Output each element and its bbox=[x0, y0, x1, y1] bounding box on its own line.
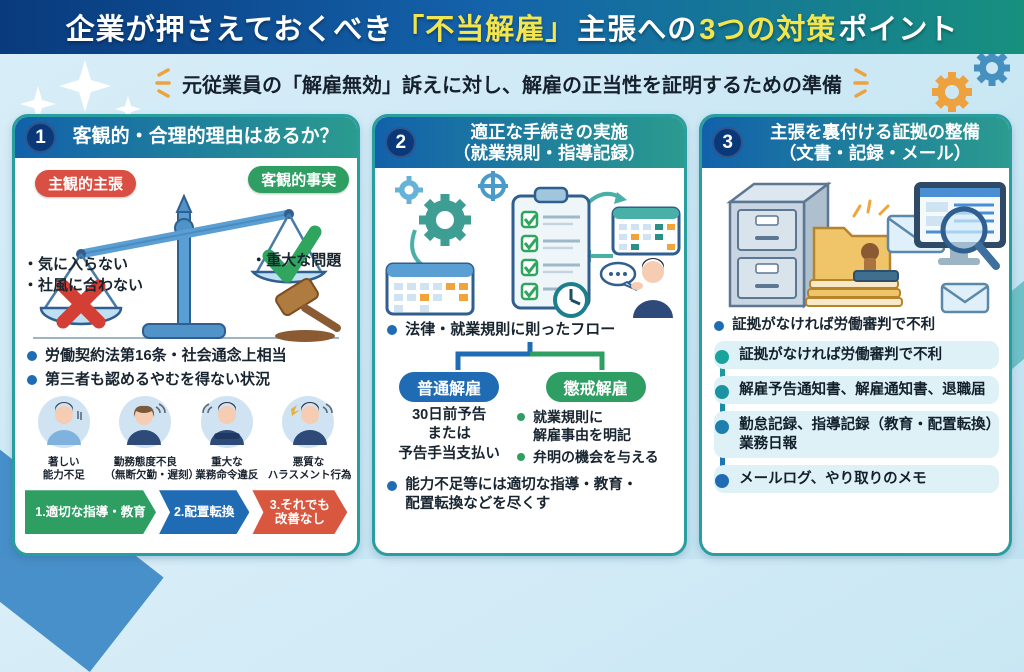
checklist-icon bbox=[511, 187, 591, 310]
avatar-caption: 勤務態度不良 （無断欠勤・遅刻） bbox=[104, 456, 200, 482]
card-2-title-line: 適正な手続きの実施 bbox=[470, 122, 628, 142]
subjective-item: ・気に入らない bbox=[23, 256, 129, 273]
card-objective-reason: 1 客観的・合理的理由はあるか？ bbox=[12, 114, 361, 556]
emphasis-lines-icon bbox=[155, 68, 171, 98]
avatar-caption: 重大な 業務命令違反 bbox=[195, 456, 259, 482]
card-1-title: 客観的・合理的理由はあるか？ bbox=[64, 126, 347, 148]
bullet-dot bbox=[517, 453, 526, 462]
balance-scale-icon bbox=[33, 193, 341, 342]
avatar-item: 著しい 能力不足 bbox=[23, 395, 105, 482]
calendar-icon bbox=[611, 206, 681, 256]
ordinary-dismissal-label: 普通解雇 bbox=[399, 371, 500, 402]
evidence-item: 解雇予告通知書、解雇通知書、退職届 bbox=[714, 376, 999, 405]
subjective-item: ・社風に合わない bbox=[23, 277, 144, 294]
step-arrow-guidance: 1.適切な指導・教育 bbox=[25, 490, 156, 534]
step-arrow-transfer: 2.配置転換 bbox=[159, 490, 249, 534]
card-2-header: 2 適正な手続きの実施 （就業規則・指導記録） bbox=[375, 117, 685, 169]
card-2-bottom-bullet: 能力不足等には適切な指導・教育・ 配置転換などを尽くす bbox=[375, 474, 684, 516]
card-evidence-preparation: 3 主張を裏付ける証拠の整備 （文書・記録・メール） bbox=[699, 114, 1012, 556]
card-3-lead-text: 証拠がなければ労働審判で不利 bbox=[732, 317, 936, 334]
card-2-title-line: （就業規則・指導記録） bbox=[452, 142, 646, 163]
banner: 企業が押さえておくべき 「不当解雇」 主張への 3つの対策 ポイント bbox=[0, 0, 1024, 54]
evidence-timeline: 証拠がなければ労働審判で不利 解雇予告通知書、解雇通知書、退職届 勤怠記録、指導… bbox=[714, 341, 1000, 500]
objective-item: ・重大な問題 bbox=[251, 252, 342, 269]
subtitle-text: 元従業員の「解雇無効」訴えに対し、解雇の正当性を証明するための準備 bbox=[182, 74, 842, 97]
card-3-title-line: 主張を裏付ける証拠の整備 bbox=[770, 122, 981, 142]
gear-icon bbox=[395, 171, 509, 247]
sparkle-lines-icon bbox=[852, 199, 890, 218]
gears-icon bbox=[932, 50, 1010, 112]
card-1-bullet-text: 労働契約法第16条・社会通念上相当 bbox=[45, 347, 287, 364]
magnifier-icon bbox=[940, 206, 1001, 271]
avatar-caption: 著しい 能力不足 bbox=[42, 456, 85, 482]
cards-row: 1 客観的・合理的理由はあるか？ bbox=[0, 112, 1024, 556]
avatar-caption: 悪質な ハラスメント行為 bbox=[267, 456, 352, 482]
subjective-claim-label: 主観的主張 bbox=[35, 170, 137, 197]
card-3-number-badge: 3 bbox=[712, 127, 744, 159]
person-icon bbox=[37, 396, 90, 448]
card-1-number-badge: 1 bbox=[25, 122, 56, 153]
person-icon bbox=[200, 396, 253, 448]
card-1-title-line: 客観的・合理的理由はあるか？ bbox=[72, 126, 339, 148]
gavel-icon bbox=[275, 277, 341, 342]
branch-connector bbox=[455, 341, 605, 370]
avatar-item: 悪質な ハラスメント行為 bbox=[267, 395, 352, 482]
card-3-title-line: （文書・記録・メール） bbox=[778, 142, 972, 163]
disciplinary-dismissal-label: 懲戒解雇 bbox=[545, 371, 646, 402]
avatar-item: 勤務態度不良 （無断欠勤・遅刻） bbox=[104, 395, 200, 482]
clock-icon bbox=[553, 282, 590, 319]
banner-title-segment-highlight: 3つの対策 bbox=[699, 14, 837, 46]
banner-title-segment: 主張への bbox=[577, 14, 698, 46]
card-2-flow-bullet: 法律・就業規則に則ったフロー bbox=[375, 318, 684, 342]
scale-illustration: 主観的主張 客観的事実 ・気に入らない ・社風に合わない ・重大な問題 bbox=[15, 158, 357, 344]
card-3-header: 3 主張を裏付ける証拠の整備 （文書・記録・メール） bbox=[702, 117, 1009, 169]
disciplinary-bullet: 弁明の機会を与える bbox=[515, 446, 676, 468]
evidence-item: メールログ、やり取りのメモ bbox=[714, 464, 999, 493]
card-2-number-badge: 2 bbox=[385, 127, 417, 159]
evidence-item: 勤怠記録、指導記録（教育・配置転換） 業務日報 bbox=[714, 411, 1000, 458]
card-2-title: 適正な手続きの実施 （就業規則・指導記録） bbox=[424, 122, 674, 163]
person-icon bbox=[119, 396, 172, 448]
bullet-dot bbox=[517, 412, 526, 421]
person-icon bbox=[282, 396, 335, 448]
card-3-lead-bullet: 証拠がなければ労働審判で不利 bbox=[702, 314, 1009, 339]
bullet-dot bbox=[387, 481, 398, 492]
calendar-icon bbox=[385, 262, 475, 316]
banner-title-segment: 企業が押さえておくべき bbox=[65, 14, 394, 46]
ordinary-dismissal-text: 30日前予告 または 予告手当支払い bbox=[398, 406, 500, 462]
objective-fact-label: 客観的事実 bbox=[248, 166, 350, 193]
presenter-person-icon bbox=[631, 258, 674, 319]
subtitle-band: 元従業員の「解雇無効」訴えに対し、解雇の正当性を証明するための準備 bbox=[0, 50, 1024, 112]
banner-title-segment-highlight: 「不当解雇」 bbox=[395, 14, 576, 46]
card-1-bullet: 労働契約法第16条・社会通念上相当 bbox=[15, 344, 357, 368]
dismissal-types: 普通解雇 30日前予告 または 予告手当支払い 懲戒解雇 就業規則に 解雇事由を… bbox=[375, 371, 684, 469]
card-3-title: 主張を裏付ける証拠の整備 （文書・記録・メール） bbox=[751, 122, 999, 163]
banner-title-segment: ポイント bbox=[838, 14, 959, 46]
sparkle-icon bbox=[20, 60, 141, 122]
card-1-bullet: 第三者も認めるやむを得ない状況 bbox=[15, 368, 357, 392]
disciplinary-dismissal-column: 懲戒解雇 就業規則に 解雇事由を明記 弁明の機会を与える bbox=[515, 371, 676, 469]
card-1-bullet-text: 第三者も認めるやむを得ない状況 bbox=[45, 370, 271, 388]
subjective-items: ・気に入らない ・社風に合わない bbox=[23, 254, 143, 296]
bullet-dot bbox=[714, 321, 725, 332]
ordinary-dismissal-column: 普通解雇 30日前予告 または 予告手当支払い bbox=[383, 371, 515, 469]
evidence-item: 証拠がなければ労働審判で不利 bbox=[714, 341, 999, 370]
card-proper-procedure: 2 適正な手続きの実施 （就業規則・指導記録） bbox=[372, 114, 688, 556]
avatar-item: 重大な 業務命令違反 bbox=[186, 395, 268, 482]
stamp-icon bbox=[853, 243, 900, 283]
evidence-illustration bbox=[726, 181, 1007, 314]
bullet-dot bbox=[27, 351, 37, 361]
procedure-illustration bbox=[385, 171, 681, 319]
objective-items: ・重大な問題 bbox=[251, 250, 341, 271]
step-arrow-no-improvement: 3.それでも 改善なし bbox=[252, 490, 347, 534]
disciplinary-bullet: 就業規則に 解雇事由を明記 bbox=[515, 406, 676, 446]
card-2-flow-text: 法律・就業規則に則ったフロー bbox=[405, 321, 616, 339]
process-steps-arrows: 1.適切な指導・教育 2.配置転換 3.それでも 改善なし bbox=[15, 482, 357, 544]
card-1-header: 1 客観的・合理的理由はあるか？ bbox=[15, 117, 358, 158]
bullet-dot bbox=[27, 374, 37, 385]
bullet-dot bbox=[387, 325, 398, 336]
emphasis-lines-icon bbox=[853, 68, 869, 98]
dismissal-reason-avatars: 著しい 能力不足 勤務態度不良 （無断欠勤・遅刻） bbox=[15, 391, 357, 482]
envelope-icon bbox=[940, 283, 990, 314]
